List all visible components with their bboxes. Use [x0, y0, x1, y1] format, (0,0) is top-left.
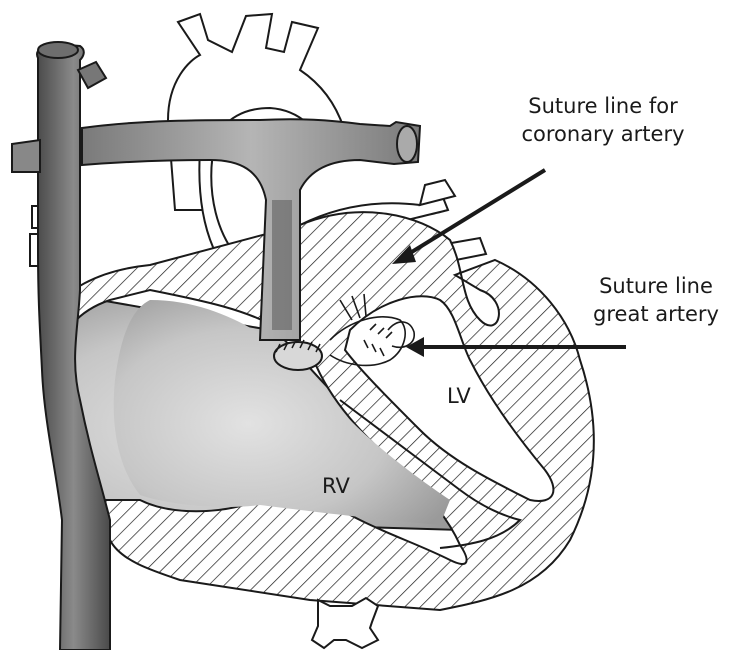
label-lv: LV — [447, 382, 471, 410]
svc-branch — [78, 62, 106, 88]
pulmonary-trunk-shade — [272, 200, 292, 330]
label-suture-coronary: Suture line for coronary artery — [478, 92, 728, 148]
svc-side-vessel — [12, 140, 40, 172]
label-suture-great-line1: Suture line — [576, 272, 736, 300]
neo-aortic-root — [274, 342, 322, 370]
svc-opening — [38, 42, 78, 58]
label-suture-coronary-line1: Suture line for — [478, 92, 728, 120]
label-rv: RV — [322, 472, 350, 500]
inferior-vessel — [312, 598, 378, 648]
label-suture-great: Suture line great artery — [576, 272, 736, 328]
label-suture-coronary-line2: coronary artery — [478, 120, 728, 148]
label-suture-great-line2: great artery — [576, 300, 736, 328]
pulmonary-right-end — [397, 126, 417, 162]
